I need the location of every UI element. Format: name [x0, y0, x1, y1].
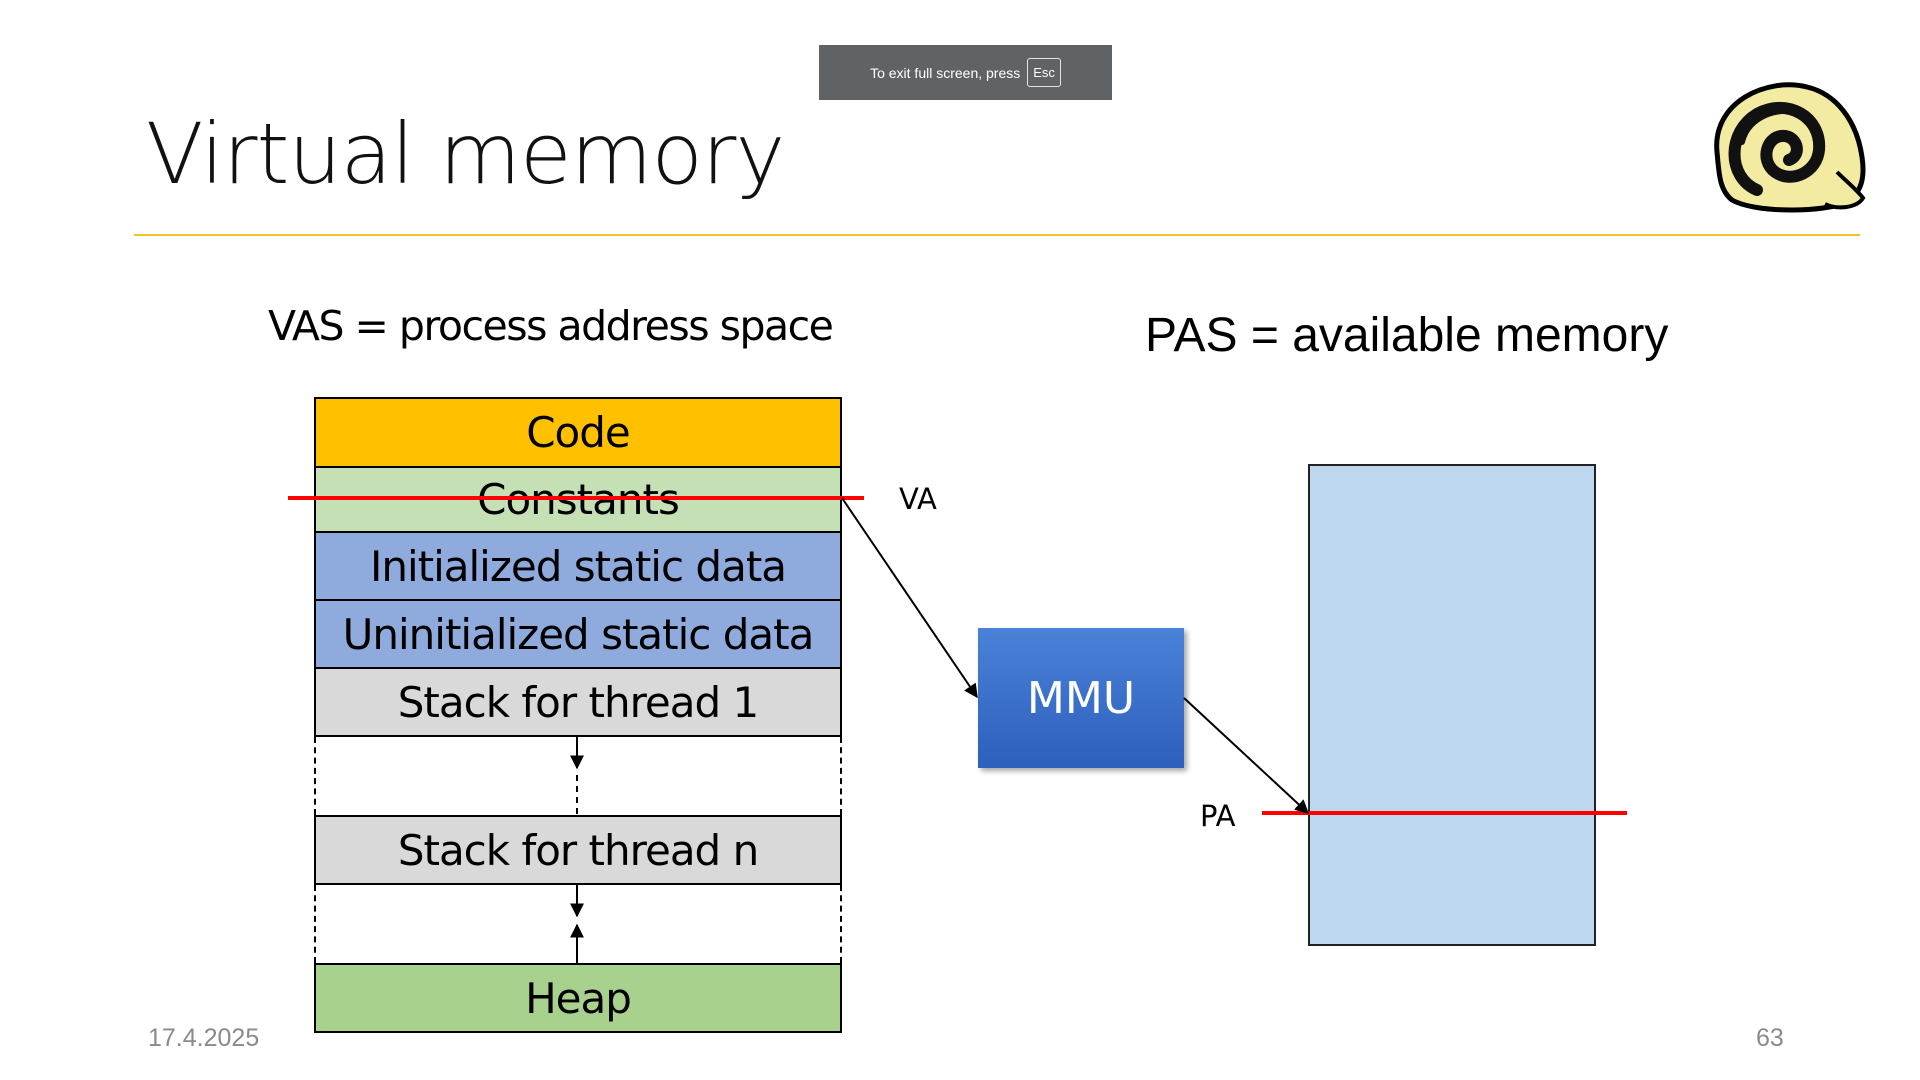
snail-shell-logo — [1714, 82, 1866, 213]
title-divider — [134, 234, 1860, 236]
segment-heap: Heap — [314, 963, 842, 1033]
segment-initialized-static-data: Initialized static data — [314, 531, 842, 601]
fullscreen-notice-text: To exit full screen, press — [870, 64, 1021, 81]
slide-date: 17.4.2025 — [148, 1024, 260, 1052]
slide-page-number: 63 — [1756, 1024, 1784, 1052]
segment-code: Code — [314, 397, 842, 468]
stack-gap-1 — [314, 737, 842, 815]
fullscreen-notice: To exit full screen, press Esc — [819, 45, 1112, 100]
esc-key-badge[interactable]: Esc — [1027, 58, 1061, 87]
slide-title: Virtual memory — [146, 105, 785, 203]
va-label: VA — [899, 482, 937, 516]
va-to-mmu-arrow — [841, 497, 978, 699]
stack-heap-gap — [314, 885, 842, 963]
vas-heading: VAS = process address space — [268, 302, 834, 350]
pa-label: PA — [1200, 799, 1236, 833]
physical-memory-block — [1308, 464, 1596, 946]
segment-uninitialized-static-data: Uninitialized static data — [314, 599, 842, 669]
pas-heading: PAS = available memory — [1145, 309, 1669, 362]
mmu-box: MMU — [978, 628, 1184, 768]
mmu-to-pa-arrow — [1183, 697, 1310, 814]
segment-stack-thread-n: Stack for thread n — [314, 815, 842, 885]
segment-stack-thread-1: Stack for thread 1 — [314, 667, 842, 737]
